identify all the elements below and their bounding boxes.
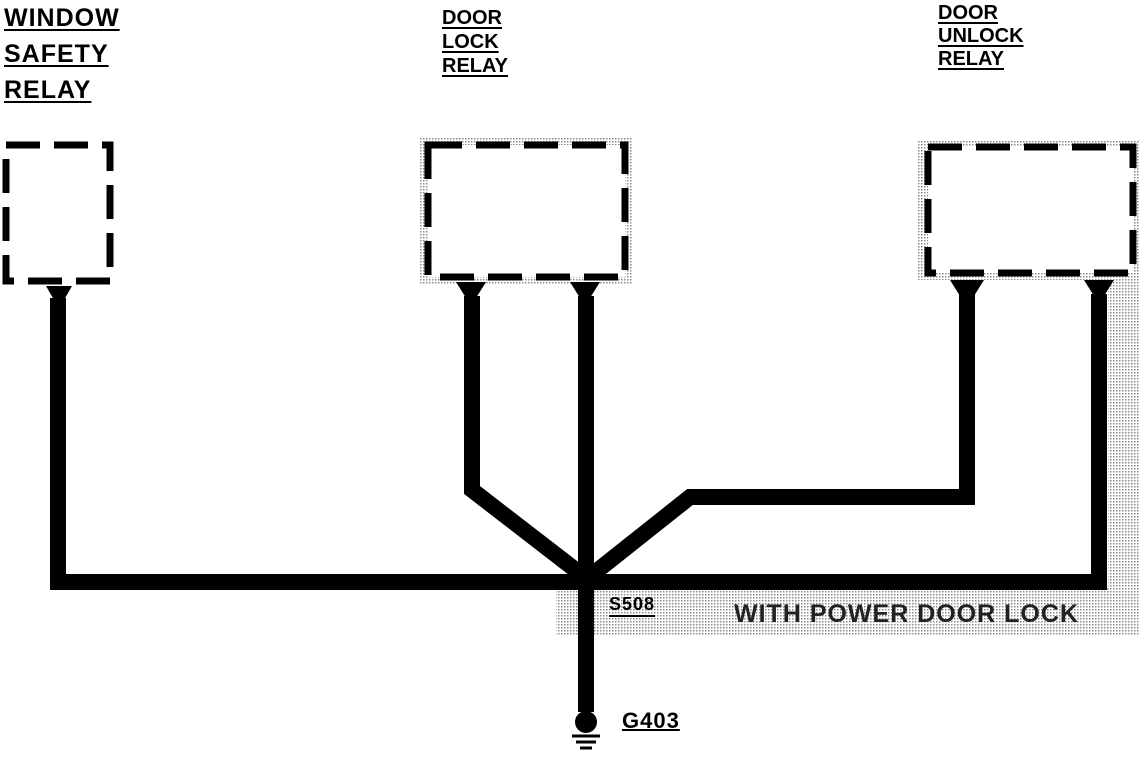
splice-s508 bbox=[577, 571, 595, 589]
option-shading bbox=[556, 588, 1118, 636]
label-line: RELAY bbox=[938, 48, 1004, 70]
ground-label: G403 bbox=[622, 708, 680, 733]
label-line: DOOR bbox=[938, 2, 998, 24]
relay-terminals bbox=[46, 280, 1114, 300]
label-line: SAFETY bbox=[4, 40, 109, 68]
door-lock-relay-box bbox=[424, 141, 629, 281]
label-line: UNLOCK bbox=[938, 25, 1024, 47]
wire-door-lock-a bbox=[464, 296, 591, 585]
wire-window-safety-relay bbox=[50, 298, 586, 590]
window-safety-relay-label: WINDOW SAFETY RELAY bbox=[4, 0, 120, 108]
unlock-relay-terminal-a bbox=[950, 280, 984, 296]
label-line: LOCK bbox=[442, 31, 499, 53]
unlock-relay-terminal-b bbox=[1084, 280, 1114, 296]
label-line: RELAY bbox=[442, 55, 508, 77]
window-safety-relay-box bbox=[2, 141, 114, 285]
door-unlock-relay-box bbox=[924, 143, 1137, 277]
wire-door-unlock-b bbox=[586, 294, 1107, 590]
label-line: RELAY bbox=[4, 76, 92, 104]
door-unlock-relay-label: DOOR UNLOCK RELAY bbox=[938, 2, 1024, 71]
label-line: WINDOW bbox=[4, 4, 120, 32]
door-lock-relay-label: DOOR LOCK RELAY bbox=[442, 6, 508, 78]
ground-symbol bbox=[572, 711, 600, 750]
window-relay-terminal bbox=[46, 286, 72, 300]
wire-door-unlock-a bbox=[583, 294, 975, 585]
lock-relay-terminal-b bbox=[570, 282, 600, 298]
label-line: DOOR bbox=[442, 7, 502, 29]
splice-label: S508 bbox=[609, 594, 656, 617]
lock-relay-terminal-a bbox=[456, 282, 486, 298]
option-note: WITH POWER DOOR LOCK bbox=[734, 600, 1079, 628]
